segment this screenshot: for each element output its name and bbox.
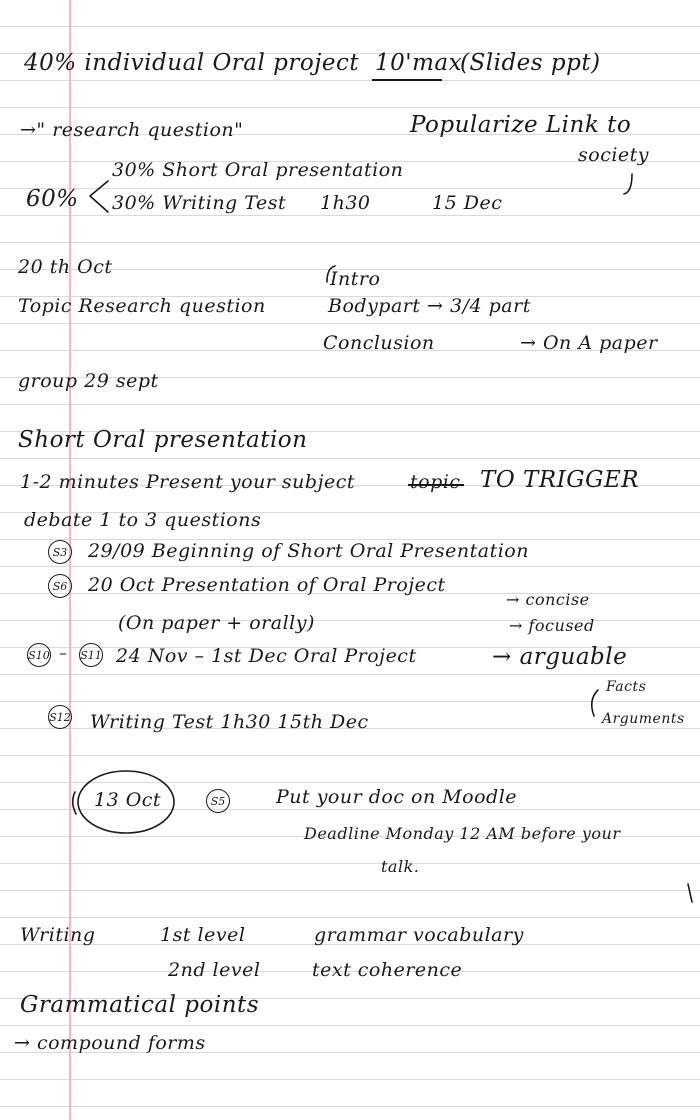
session-badge-s11: S11: [79, 643, 103, 667]
paper-orally-note: (On paper + orally): [118, 612, 315, 634]
focused-note: → focused: [509, 616, 595, 635]
strike-line: [408, 484, 464, 486]
session-29-09: 29/09 Beginning of Short Oral Presentati…: [88, 540, 529, 562]
margin-line: [69, 0, 71, 1120]
intro-note: Intro: [330, 268, 381, 290]
group-date: group 29 sept: [18, 370, 159, 392]
facts-note: Facts: [606, 679, 647, 695]
short-oral-heading: Short Oral presentation: [18, 427, 308, 453]
society-note: society: [578, 144, 650, 166]
session-badge-s10: S10: [27, 643, 51, 667]
minutes-note: 1-2 minutes Present your subject: [20, 471, 355, 493]
writing-test-share: 30% Writing Test: [112, 192, 287, 214]
time-underline: [372, 79, 442, 81]
second-level: 2nd level: [168, 959, 261, 981]
to-trigger: TO TRIGGER: [480, 467, 640, 493]
writing-test-duration: 1h30: [320, 192, 371, 214]
time-limit: 10'max: [375, 50, 463, 76]
grammar-vocab: grammar vocabulary: [314, 924, 524, 946]
range-dash: –: [59, 643, 68, 662]
arguable-note: → arguable: [492, 644, 628, 670]
debate-note: debate 1 to 3 questions: [24, 509, 262, 531]
popularize-note: Popularize Link to: [410, 112, 632, 138]
note-line-1: 40% individual Oral project: [24, 50, 360, 76]
conclusion-note: Conclusion: [323, 332, 435, 354]
writing-heading: Writing: [20, 924, 96, 946]
talk-note: talk.: [381, 857, 420, 876]
bodypart-note: Bodypart → 3/4 part: [328, 295, 531, 317]
compound-forms: → compound forms: [14, 1032, 206, 1054]
session-20-oct: 20 Oct Presentation of Oral Project: [88, 574, 446, 596]
topic-note: Topic Research question: [18, 295, 266, 317]
short-oral-share: 30% Short Oral presentation: [112, 159, 404, 181]
session-badge-s5: S5: [206, 789, 230, 813]
writing-test-date: 15 Dec: [432, 192, 503, 214]
concise-note: → concise: [506, 590, 590, 609]
text-coherence: text coherence: [312, 959, 463, 981]
session-badge-s3: S3: [48, 540, 72, 564]
writing-test-session: Writing Test 1h30 15th Dec: [90, 711, 369, 733]
grammatical-points: Grammatical points: [20, 992, 260, 1018]
research-question: →" research question": [20, 119, 244, 141]
struck-topic: topic: [410, 471, 461, 493]
sixty-percent: 60%: [26, 186, 79, 212]
date-20-oct: 20 th Oct: [18, 256, 113, 278]
deadline-note: Deadline Monday 12 AM before your: [304, 824, 621, 843]
moodle-note: Put your doc on Moodle: [276, 786, 518, 808]
date-13-oct: 13 Oct: [94, 789, 162, 811]
slides-note: (Slides ppt): [460, 50, 601, 76]
arguments-note: Arguments: [602, 711, 685, 727]
session-badge-s12: S12: [48, 705, 72, 729]
on-paper-note: → On A paper: [520, 332, 658, 354]
oral-project-dates: 24 Nov – 1st Dec Oral Project: [116, 645, 417, 667]
session-badge-s6: S6: [48, 574, 72, 598]
first-level: 1st level: [160, 924, 246, 946]
